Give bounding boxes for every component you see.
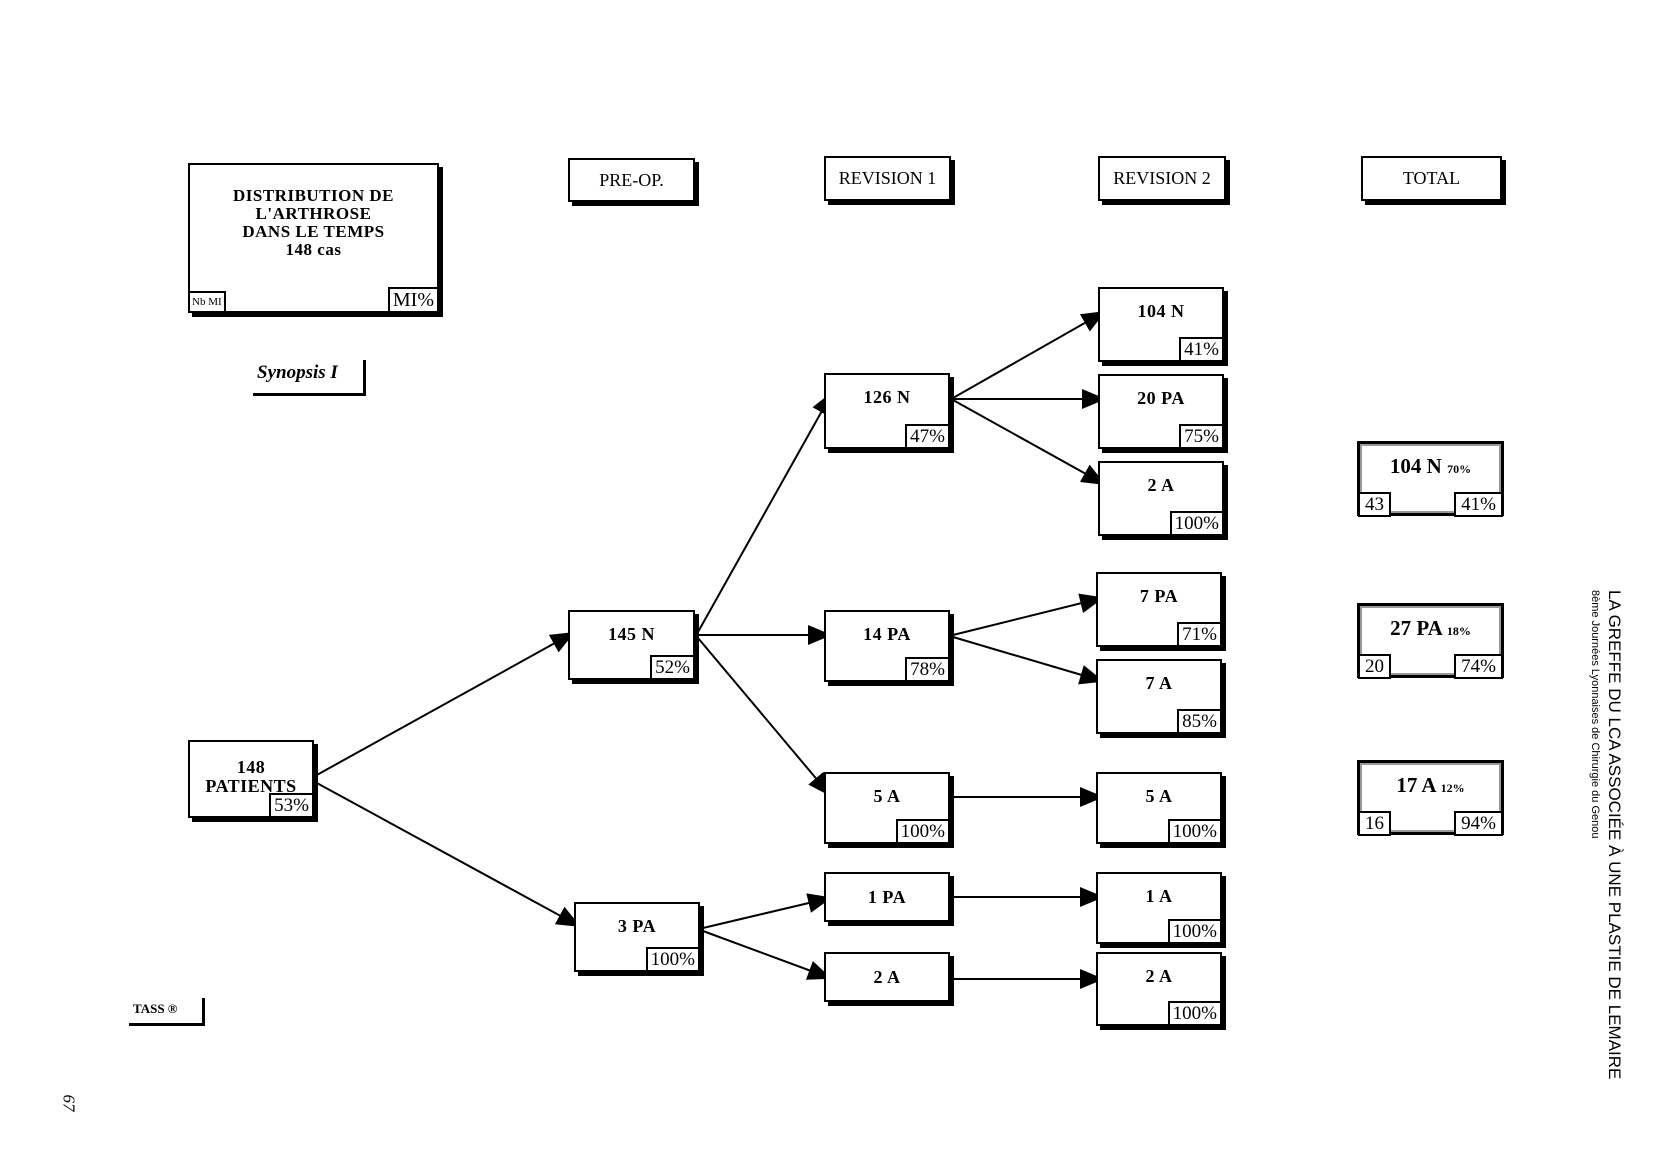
arrow-126n-2a [952, 399, 1106, 485]
node-pre-3pa: 3 PA 100% [574, 902, 700, 972]
node-r2-2a-label: 2 A [1147, 475, 1175, 495]
arrow-pre-n-5a [697, 637, 832, 797]
node-r2-2a-pct: 100% [1169, 511, 1224, 536]
total-a: 17 A 12% 16 94% [1357, 760, 1504, 836]
synopsis-label: Synopsis I [253, 360, 366, 396]
header-total: TOTAL [1361, 156, 1502, 201]
node-r1-5a-label: 5 A [873, 786, 901, 806]
sidebar-running-title: LA GREFFE DU LCA ASSOCIÉE À UNE PLASTIE … [1587, 590, 1625, 1079]
node-r2-2a: 2 A 100% [1098, 461, 1224, 536]
sidebar-line-1: 8ème Journées Lyonnaises de Chirurgie du… [1589, 590, 1601, 839]
tass-text: TASS ® [133, 1001, 178, 1016]
node-r1-126n-label: 126 N [863, 387, 911, 407]
node-r2-2a-bottom-pct: 100% [1167, 1001, 1222, 1026]
node-r1-126n: 126 N 47% [824, 373, 950, 449]
node-r2-20pa: 20 PA 75% [1098, 374, 1224, 449]
node-r2-7pa: 7 PA 71% [1096, 572, 1222, 647]
node-r1-126n-pct: 47% [905, 424, 950, 449]
arrow-pre-n-126n [697, 391, 833, 633]
title-right-tag: MI% [387, 287, 439, 313]
header-total-text: TOTAL [1402, 168, 1461, 188]
node-pre-3pa-label: 3 PA [617, 916, 657, 936]
root-count: 148 [236, 757, 266, 777]
node-r1-5a-pct: 100% [895, 819, 950, 844]
node-r2-5a-pct: 100% [1167, 819, 1222, 844]
node-root-patients: 148 PATIENTS 53% [188, 740, 314, 818]
node-r1-1pa: 1 PA [824, 872, 950, 922]
node-pre-145n: 145 N 52% [568, 610, 695, 680]
node-pre-145n-label: 145 N [608, 624, 655, 644]
arrow-126n-104n [952, 311, 1106, 399]
header-revision-1-text: REVISION 1 [838, 168, 937, 188]
root-label: PATIENTS [205, 776, 297, 796]
tass-label: TASS ® [129, 998, 205, 1026]
node-r2-7a: 7 A 85% [1096, 659, 1222, 734]
total-a-pct: 94% [1454, 811, 1503, 836]
node-r2-20pa-pct: 75% [1179, 424, 1224, 449]
total-n-main: 104 N 70% [1360, 454, 1501, 479]
total-n-share: 70% [1447, 462, 1472, 476]
node-r2-104n: 104 N 41% [1098, 287, 1224, 362]
total-n: 104 N 70% 43 41% [1357, 441, 1504, 517]
node-r1-1pa-label: 1 PA [867, 886, 907, 907]
node-pre-145n-pct: 52% [650, 655, 695, 680]
total-pa-pct: 74% [1454, 654, 1503, 679]
header-pre-op-text: PRE-OP. [599, 169, 664, 190]
node-r1-5a: 5 A 100% [824, 772, 950, 844]
node-r1-14pa: 14 PA 78% [824, 610, 950, 682]
title-line-1: DISTRIBUTION DE [232, 186, 394, 205]
node-r2-7a-pct: 85% [1177, 709, 1222, 734]
node-r1-2a-label: 2 A [873, 966, 901, 987]
node-r1-2a: 2 A [824, 952, 950, 1002]
node-r2-2a-bottom-label: 2 A [1145, 966, 1173, 986]
total-a-share: 12% [1440, 781, 1465, 795]
node-r2-104n-label: 104 N [1137, 301, 1185, 321]
node-r2-7pa-pct: 71% [1177, 622, 1222, 647]
node-r2-1a: 1 A 100% [1096, 872, 1222, 944]
node-r2-104n-pct: 41% [1179, 337, 1224, 362]
node-r2-1a-label: 1 A [1145, 886, 1173, 906]
node-r2-7pa-label: 7 PA [1139, 586, 1179, 606]
node-pre-3pa-pct: 100% [645, 947, 700, 972]
total-a-label: 17 A [1396, 773, 1436, 797]
total-n-count: 43 [1358, 492, 1391, 517]
node-r1-14pa-pct: 78% [905, 657, 950, 682]
arrow-pre-pa-1pa [702, 893, 832, 929]
header-revision-2: REVISION 2 [1098, 156, 1226, 201]
total-pa-main: 27 PA 18% [1360, 616, 1501, 641]
node-r2-2a-bottom: 2 A 100% [1096, 952, 1222, 1026]
total-n-label: 104 N [1389, 454, 1442, 478]
arrow-root-pre-n [314, 632, 575, 777]
total-pa-label: 27 PA [1390, 616, 1442, 640]
total-pa: 27 PA 18% 20 74% [1357, 603, 1504, 679]
total-a-main: 17 A 12% [1360, 773, 1501, 798]
arrow-pre-pa-2a [702, 930, 832, 980]
header-pre-op: PRE-OP. [568, 158, 695, 202]
total-a-count: 16 [1358, 811, 1391, 836]
title-line-3: DANS LE TEMPS [242, 222, 385, 241]
sidebar-line-2: LA GREFFE DU LCA ASSOCIÉE À UNE PLASTIE … [1605, 590, 1624, 1080]
synopsis-text: Synopsis I [257, 362, 338, 383]
root-pct: 53% [269, 793, 314, 818]
arrow-14pa-7a [952, 636, 1104, 685]
header-revision-2-text: REVISION 2 [1113, 168, 1211, 188]
arrow-14pa-7pa [952, 593, 1104, 636]
title-box: DISTRIBUTION DE L'ARTHROSE DANS LE TEMPS… [188, 163, 439, 313]
title-left-tag: Nb MI [188, 291, 226, 313]
title-line-2: L'ARTHROSE [255, 204, 372, 223]
header-revision-1: REVISION 1 [824, 156, 951, 201]
node-r2-1a-pct: 100% [1167, 919, 1222, 944]
title-line-4: 148 cas [285, 240, 342, 259]
node-r2-5a-label: 5 A [1145, 786, 1173, 806]
node-r2-5a: 5 A 100% [1096, 772, 1222, 844]
page-number: 67 [59, 1094, 79, 1112]
node-r2-7a-label: 7 A [1145, 673, 1173, 693]
total-n-pct: 41% [1454, 492, 1503, 517]
node-r1-14pa-label: 14 PA [863, 624, 911, 644]
total-pa-share: 18% [1446, 624, 1471, 638]
node-r2-20pa-label: 20 PA [1137, 388, 1185, 408]
total-pa-count: 20 [1358, 654, 1391, 679]
arrow-root-pre-pa [314, 781, 581, 927]
